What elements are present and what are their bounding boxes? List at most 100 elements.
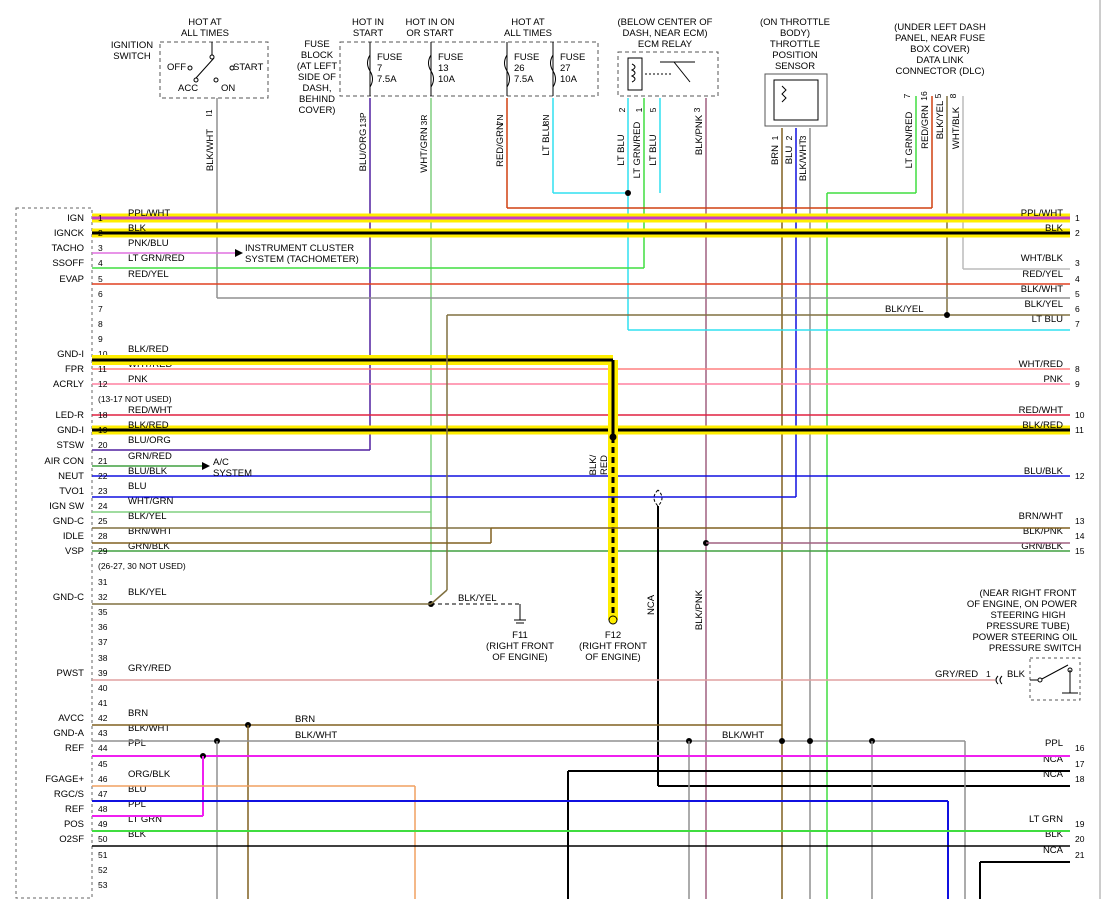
fuse-13-amp: 10A: [438, 74, 456, 85]
right-wire-color: BLK/RED: [1022, 420, 1063, 431]
ecm-pin-name: GND-A: [53, 728, 84, 739]
fuse-7-num: 7: [377, 63, 382, 74]
ecm-wire-color: PPL: [128, 799, 146, 810]
vlabel-ecm-lt-grn-red: LT GRN/RED: [632, 122, 643, 179]
tps-label-0: (ON THROTTLE: [760, 17, 830, 28]
fuse-26-num: 26: [514, 63, 525, 74]
fuse-block: HOT IN START HOT IN ON OR START HOT AT A…: [297, 17, 599, 128]
tps-label-3: POSITION: [772, 50, 818, 61]
ecm-relay-label-2: ECM RELAY: [638, 39, 693, 50]
right-wire-color: RED/YEL: [1022, 269, 1063, 280]
fuse-13-name: FUSE: [438, 52, 463, 63]
right-connector-number: 4: [1075, 274, 1080, 284]
ecm-wire-color: LT GRN/RED: [128, 253, 185, 264]
dlc-label-3: DATA LINK: [916, 55, 964, 66]
blk-wht-mid2-label: BLK/WHT: [722, 730, 764, 741]
ecm-pin-number: 25: [98, 516, 108, 526]
ecm-wire-color: LT GRN: [128, 814, 162, 825]
ecm-row: (26-27, 30 NOT USED): [98, 561, 186, 571]
right-wire-color: PPL: [1045, 738, 1063, 749]
fuse-26-amp: 7.5A: [514, 74, 534, 85]
ecm-pin-number: 41: [98, 698, 108, 708]
ignition-switch: HOT AT ALL TIMES IGNITION SWITCH OFF STA…: [111, 17, 269, 117]
f11-label-0: F11: [512, 630, 528, 641]
ecm-pin-number: (26-27, 30 NOT USED): [98, 561, 186, 571]
ecm-pin-name: REF: [65, 743, 84, 754]
ecm-wire-color: RED/WHT: [128, 405, 173, 416]
ecm-wire-color: BLU/BLK: [128, 466, 168, 477]
ecm-relay-box: [617, 51, 719, 97]
hot-in-start-1: HOT IN: [352, 17, 384, 28]
right-connector-number: 19: [1075, 819, 1085, 829]
right-connector-number: 20: [1075, 834, 1085, 844]
right-connector-number: 17: [1075, 759, 1085, 769]
right-wire-color: NCA: [1043, 769, 1064, 780]
vlabel-blk-wht: BLK/WHT: [205, 129, 216, 171]
ps-pin: 1: [986, 669, 991, 679]
ecm-pin-name: RGC/S: [54, 789, 84, 800]
ecm-row: 53: [98, 880, 108, 890]
right-wire-color: PNK: [1043, 374, 1063, 385]
throttle-position-sensor: (ON THROTTLE BODY) THROTTLE POSITION SEN…: [760, 17, 830, 140]
ecm-pin-number: 10: [98, 349, 108, 359]
ecm-pin-number: 46: [98, 774, 108, 784]
right-wire-color: BLK/PNK: [1023, 526, 1064, 537]
ecm-row: 31: [98, 577, 108, 587]
right-connector-number: 2: [1075, 228, 1080, 238]
ecm-pin-number: 12: [98, 379, 108, 389]
dlc-pin-7: 7: [902, 93, 912, 98]
vlabel-tps-blu: BLU: [784, 146, 795, 165]
ecm-wire-color: WHT/GRN: [128, 496, 174, 507]
ecm-pin-number: 44: [98, 743, 108, 753]
fuse-26-pin: 7N: [495, 115, 505, 126]
ecm-pin-number: 11: [98, 364, 107, 374]
ignition-switch-label2: SWITCH: [113, 51, 151, 62]
right-connector-number: 1: [1075, 213, 1080, 223]
ecm-wire-color: PPL: [128, 738, 146, 749]
right-connector-number: 11: [1075, 425, 1084, 435]
ecm-pin-number: 8: [98, 319, 103, 329]
ecm-pin-name: TACHO: [51, 243, 84, 254]
dlc-label-4: CONNECTOR (DLC): [895, 66, 984, 77]
vlabel-blk-pnk-mid: BLK/PNK: [694, 589, 705, 630]
ecm-pin-number: 37: [98, 637, 108, 647]
ignition-hot-line2: ALL TIMES: [181, 28, 229, 39]
ps-label-1: OF ENGINE, ON POWER: [967, 599, 1077, 610]
fuse-block-label-3: SIDE OF: [298, 72, 336, 83]
ecm-pin-name: NEUT: [58, 471, 84, 482]
ecm-relay-pin-1: 1: [634, 107, 644, 112]
ecm-pin-name: LED-R: [55, 410, 84, 421]
ps-label-3: PRESSURE TUBE): [986, 621, 1069, 632]
right-wire-color: NCA: [1043, 754, 1064, 765]
hot-in-start-2: START: [353, 28, 383, 39]
ac-target-0: A/C: [213, 457, 229, 468]
tacho-target-1: SYSTEM (TACHOMETER): [245, 254, 359, 265]
ac-target-1: SYSTEM: [213, 468, 252, 479]
right-connector-number: 10: [1075, 410, 1085, 420]
ecm-pin-name: GND-C: [53, 592, 84, 603]
ign-acc-label: ACC: [178, 83, 198, 94]
ps-label-2: STEERING HIGH: [991, 610, 1066, 621]
ecm-pin-name: GND-I: [57, 425, 84, 436]
ecm-relay: (BELOW CENTER OF DASH, NEAR ECM) ECM REL…: [617, 17, 719, 112]
ecm-pin-number: 7: [98, 304, 103, 314]
brn-mid-label: BRN: [295, 714, 315, 725]
dlc-label-2: BOX COVER): [910, 44, 970, 55]
blk-wht-mid-label: BLK/WHT: [295, 730, 337, 741]
right-wire-color: LT GRN: [1029, 814, 1063, 825]
tps-label-2: THROTTLE: [770, 39, 820, 50]
fuse-13: FUSE 13 10A 3R: [419, 42, 463, 125]
tps-label-4: SENSOR: [775, 61, 815, 72]
ecm-pin-number: 5: [98, 274, 103, 284]
data-link-connector: (UNDER LEFT DASH PANEL, NEAR FUSE BOX CO…: [894, 22, 986, 101]
fuse-26-name: FUSE: [514, 52, 539, 63]
right-wire-color: BRN/WHT: [1019, 511, 1064, 522]
